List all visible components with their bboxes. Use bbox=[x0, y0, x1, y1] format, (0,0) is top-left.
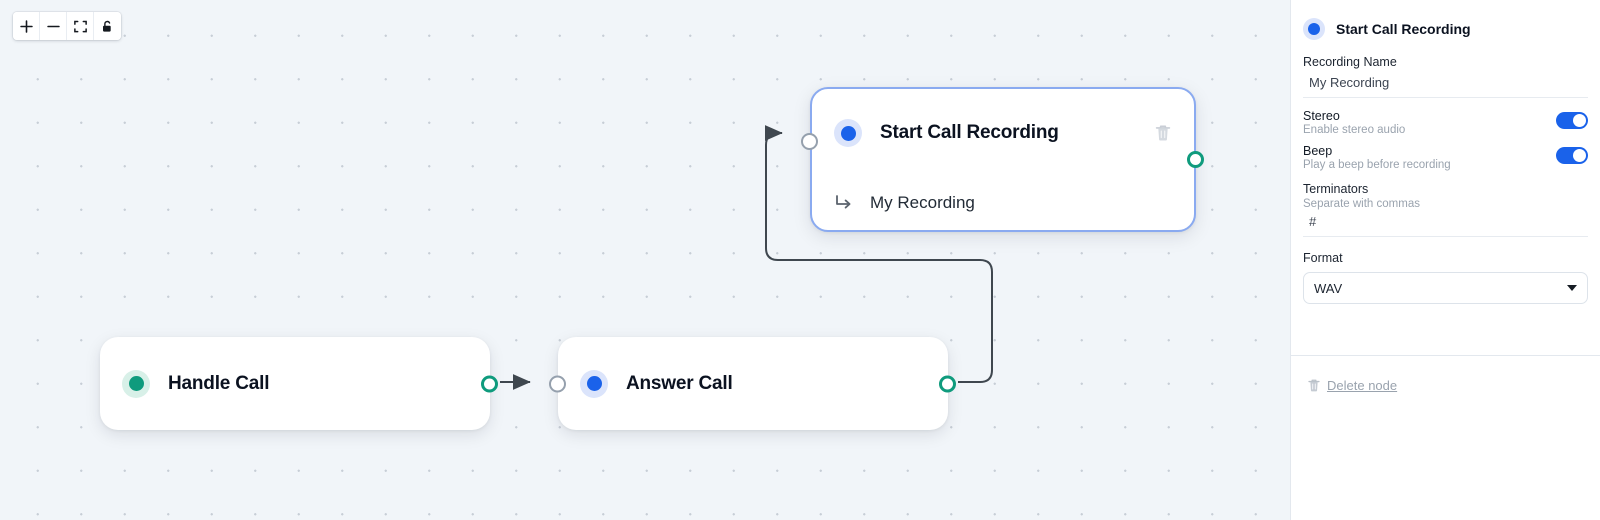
node-answer-call[interactable]: Answer Call bbox=[549, 337, 956, 430]
node-status-dot-icon bbox=[122, 369, 150, 398]
trash-icon bbox=[1308, 379, 1320, 392]
divider bbox=[1303, 236, 1588, 237]
stereo-toggle[interactable] bbox=[1556, 112, 1588, 129]
lock-icon bbox=[103, 20, 111, 32]
node-header: Handle Call bbox=[100, 337, 490, 430]
field-label: Terminators bbox=[1303, 182, 1369, 196]
field-terminators: Terminators Separate with commas bbox=[1303, 177, 1588, 235]
field-label: Beep bbox=[1303, 144, 1333, 158]
node-delete-button[interactable] bbox=[1154, 124, 1172, 143]
node-handle-call[interactable]: Handle Call bbox=[100, 337, 498, 430]
node-output-handle[interactable] bbox=[1187, 151, 1204, 168]
node-subtitle-row: My Recording bbox=[812, 183, 1194, 223]
node-status-dot-icon bbox=[580, 369, 608, 398]
field-label: Stereo bbox=[1303, 109, 1340, 123]
lock-button[interactable] bbox=[94, 12, 121, 40]
toggle-texts: Stereo Enable stereo audio bbox=[1303, 109, 1405, 136]
beep-toggle[interactable] bbox=[1556, 147, 1588, 164]
node-status-dot-icon bbox=[834, 119, 862, 147]
format-selected-value: WAV bbox=[1314, 280, 1343, 296]
node-input-handle[interactable] bbox=[549, 375, 566, 392]
canvas-toolbar bbox=[13, 12, 121, 40]
zoom-in-button[interactable] bbox=[13, 12, 40, 40]
panel-title: Start Call Recording bbox=[1336, 21, 1471, 37]
field-help: Enable stereo audio bbox=[1303, 124, 1406, 136]
format-select[interactable]: WAV bbox=[1303, 272, 1588, 304]
node-settings-panel: Start Call Recording Recording Name Ster… bbox=[1290, 0, 1600, 520]
terminators-input[interactable] bbox=[1303, 210, 1588, 235]
subflow-arrow-icon bbox=[834, 194, 854, 212]
trash-icon bbox=[1155, 125, 1171, 141]
recording-name-input[interactable] bbox=[1303, 71, 1588, 96]
chevron-down-icon bbox=[1567, 285, 1577, 291]
node-output-handle[interactable] bbox=[939, 375, 956, 392]
field-help: Play a beep before recording bbox=[1303, 159, 1451, 171]
node-start-call-recording[interactable]: Start Call Recording bbox=[801, 87, 1204, 232]
field-format: Format WAV bbox=[1303, 246, 1588, 304]
panel-header: Start Call Recording bbox=[1303, 0, 1588, 50]
field-recording-name: Recording Name bbox=[1303, 50, 1588, 96]
node-output-handle[interactable] bbox=[481, 375, 498, 392]
panel-card: Start Call Recording Recording Name Ster… bbox=[1291, 0, 1600, 356]
fit-view-button[interactable] bbox=[67, 12, 94, 40]
field-label: Format bbox=[1303, 251, 1343, 265]
fit-view-icon bbox=[73, 20, 87, 32]
flow-canvas[interactable]: Handle Call Answer Call Start Call Recor… bbox=[0, 0, 1290, 520]
toggle-texts: Beep Play a beep before recording bbox=[1303, 144, 1451, 171]
node-title: Answer Call bbox=[626, 372, 733, 394]
field-stereo: Stereo Enable stereo audio bbox=[1303, 107, 1588, 142]
zoom-out-icon bbox=[46, 25, 60, 27]
delete-node-button[interactable]: Delete node bbox=[1291, 356, 1600, 393]
field-beep: Beep Play a beep before recording bbox=[1303, 142, 1588, 177]
zoom-in-icon bbox=[19, 19, 33, 33]
node-header: Answer Call bbox=[558, 337, 948, 430]
node-title: Handle Call bbox=[168, 372, 270, 394]
panel-status-dot-icon bbox=[1303, 18, 1325, 40]
zoom-out-button[interactable] bbox=[40, 12, 67, 40]
node-subtitle: My Recording bbox=[870, 193, 975, 212]
delete-node-label: Delete node bbox=[1327, 378, 1398, 393]
field-help: Separate with commas bbox=[1303, 198, 1420, 210]
toggle-knob bbox=[1573, 149, 1586, 162]
toggle-knob bbox=[1573, 114, 1586, 127]
node-header: Start Call Recording bbox=[812, 89, 1194, 177]
field-label: Recording Name bbox=[1303, 55, 1397, 69]
node-input-handle[interactable] bbox=[801, 133, 818, 150]
node-title: Start Call Recording bbox=[880, 122, 1059, 143]
edge-layer bbox=[500, 125, 993, 390]
divider bbox=[1303, 97, 1588, 98]
